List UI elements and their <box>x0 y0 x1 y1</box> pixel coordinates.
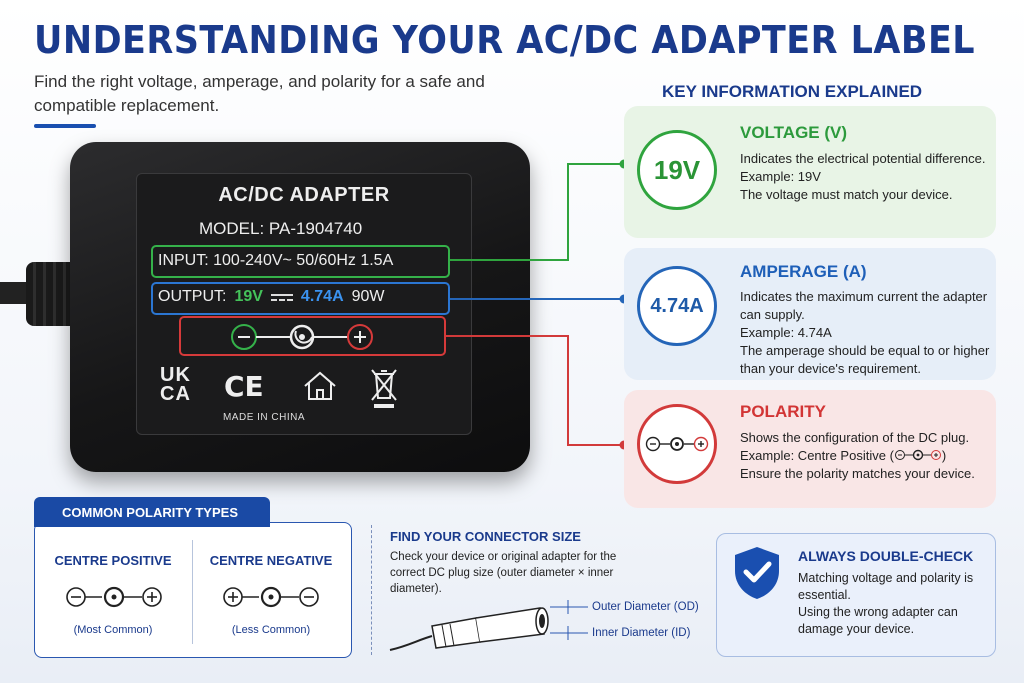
input-highlight-box <box>151 245 450 278</box>
shield-check-icon <box>735 547 779 599</box>
polarity-symbol-icon <box>645 436 709 452</box>
double-check-line2: Using the wrong adapter can damage your … <box>798 605 958 636</box>
output-amperage: 4.74A <box>300 288 344 305</box>
polarity-heading: POLARITY <box>740 402 826 421</box>
polarity-example-end: ) <box>941 448 947 463</box>
connector-heading: FIND YOUR CONNECTOR SIZE <box>390 529 581 544</box>
ukca-mark: UK CA <box>160 364 191 405</box>
page-subtitle: Find the right voltage, amperage, and po… <box>34 72 485 115</box>
voltage-badge: 19V <box>637 130 717 210</box>
double-check-line1: Matching voltage and polarity is essenti… <box>798 571 974 602</box>
polarity-types-panel <box>34 522 352 658</box>
connector-description: Check your device or original adapter fo… <box>390 551 617 595</box>
label-output: OUTPUT: 19V 4.74A 90W <box>158 288 385 306</box>
polarity-example: Example: Centre Positive () <box>740 447 990 465</box>
outer-diameter-label: Outer Diameter (OD) <box>592 601 699 613</box>
polarity-inline-icon <box>894 449 941 461</box>
amperage-example: Example: 4.74A <box>740 325 832 340</box>
polarity-description: Shows the configuration of the DC plug. … <box>740 429 990 483</box>
label-input: INPUT: 100-240V~ 50/60Hz 1.5A <box>158 252 394 269</box>
label-made-in: MADE IN CHINA <box>222 412 306 423</box>
output-watts: 90W <box>351 288 385 305</box>
section-divider <box>371 525 372 655</box>
centre-negative-heading: CENTRE NEGATIVE <box>209 553 333 568</box>
certification-marks: UK CA CE <box>160 364 460 410</box>
voltage-note: The voltage must match your device. <box>740 187 953 202</box>
key-info-title: KEY INFORMATION EXPLAINED <box>662 82 923 101</box>
polarity-highlight-box <box>179 316 446 356</box>
polarity-types-divider <box>192 540 193 644</box>
voltage-description: Indicates the electrical potential diffe… <box>740 150 990 204</box>
centre-negative-note: (Less Common) <box>231 624 311 636</box>
polarity-note: Ensure the polarity matches your device. <box>740 466 975 481</box>
polarity-symbol-icon <box>231 324 373 350</box>
home-icon <box>304 371 336 400</box>
double-check-text: Matching voltage and polarity is essenti… <box>798 570 988 638</box>
adapter-label-plate <box>136 173 472 435</box>
weee-bin-icon <box>371 369 397 408</box>
polarity-types-tab: COMMON POLARITY TYPES <box>34 497 270 527</box>
label-model: MODEL: PA-1904740 <box>199 219 363 238</box>
centre-positive-symbol-icon <box>66 586 162 608</box>
polarity-badge <box>637 404 717 484</box>
label-title: AC/DC ADAPTER <box>218 184 390 206</box>
polarity-example-text: Example: Centre Positive ( <box>740 448 894 463</box>
centre-positive-note: (Most Common) <box>73 624 153 636</box>
output-prefix: OUTPUT: <box>158 288 227 305</box>
voltage-heading: VOLTAGE (V) <box>740 123 848 142</box>
output-voltage: 19V <box>234 288 263 305</box>
voltage-desc: Indicates the electrical potential diffe… <box>740 151 986 166</box>
amperage-badge: 4.74A <box>637 266 717 346</box>
page-title: UNDERSTANDING YOUR AC/DC ADAPTER LABEL <box>34 18 976 62</box>
centre-positive-heading: CENTRE POSITIVE <box>54 553 172 568</box>
amperage-heading: AMPERAGE (A) <box>740 262 867 281</box>
double-check-heading: ALWAYS DOUBLE-CHECK <box>798 548 974 564</box>
amperage-desc: Indicates the maximum current the adapte… <box>740 289 988 322</box>
centre-negative-symbol-icon <box>223 586 319 608</box>
output-highlight-box <box>151 282 450 315</box>
polarity-desc: Shows the configuration of the DC plug. <box>740 430 970 445</box>
amperage-note: The amperage should be equal to or highe… <box>740 343 990 376</box>
voltage-example: Example: 19V <box>740 169 821 184</box>
dc-plug-illustration <box>389 600 588 651</box>
inner-diameter-label: Inner Diameter (ID) <box>592 627 691 639</box>
dc-symbol-icon <box>270 294 293 301</box>
amperage-description: Indicates the maximum current the adapte… <box>740 288 990 378</box>
title-rule <box>34 124 96 128</box>
ce-mark: CE <box>224 370 264 403</box>
